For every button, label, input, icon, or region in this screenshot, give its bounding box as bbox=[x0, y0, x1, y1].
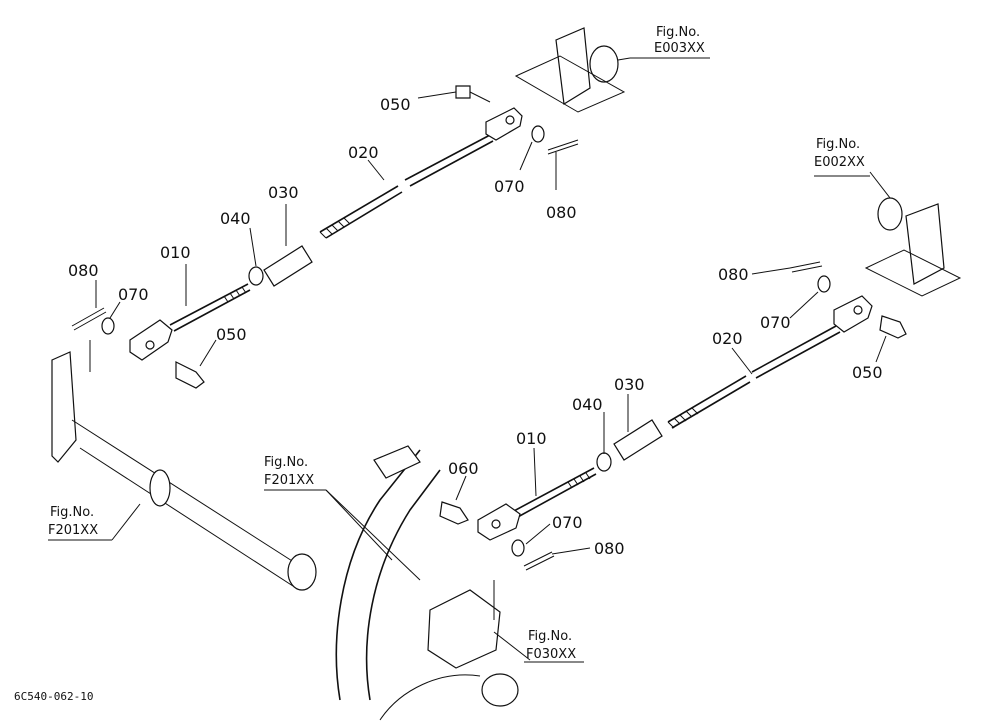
label-080: 080 bbox=[594, 539, 625, 558]
upper-mount-plate bbox=[555, 27, 591, 105]
lower-left-cotter-080 bbox=[523, 551, 555, 571]
label-010: 010 bbox=[160, 243, 191, 262]
lower-right-washer-070 bbox=[817, 275, 831, 293]
label-040: 040 bbox=[220, 209, 251, 228]
upper-left-washer-070 bbox=[101, 317, 115, 335]
label-020: 020 bbox=[348, 143, 379, 162]
cross-shaft bbox=[71, 419, 301, 589]
upper-rod-020 bbox=[319, 185, 399, 233]
label-030: 030 bbox=[268, 183, 299, 202]
svg-text:Fig.No.: Fig.No. bbox=[50, 505, 94, 520]
label-040: 040 bbox=[572, 395, 603, 414]
lower-rod-assembly bbox=[439, 197, 962, 571]
label-070: 070 bbox=[760, 313, 791, 332]
pedal-pad bbox=[373, 445, 421, 479]
figref-f201-left: Fig.No. F201XX bbox=[48, 505, 98, 538]
upper-rod-thread bbox=[319, 217, 351, 239]
leader-lines bbox=[48, 57, 891, 663]
upper-left-cotter-080 bbox=[71, 307, 107, 331]
label-010: 010 bbox=[516, 429, 547, 448]
label-070: 070 bbox=[552, 513, 583, 532]
shaft-end bbox=[287, 553, 317, 591]
label-060: 060 bbox=[448, 459, 479, 478]
label-020: 020 bbox=[712, 329, 743, 348]
upper-clevis bbox=[485, 107, 523, 141]
label-050: 050 bbox=[852, 363, 883, 382]
upper-pin-050 bbox=[455, 85, 471, 99]
svg-text:Fig.No.: Fig.No. bbox=[528, 629, 572, 644]
figref-e003: Fig.No. E003XX bbox=[654, 25, 705, 56]
label-070: 070 bbox=[494, 177, 525, 196]
label-080: 080 bbox=[546, 203, 577, 222]
pedal-arm-right bbox=[365, 469, 441, 701]
lower-spring-030 bbox=[613, 419, 663, 461]
label-030: 030 bbox=[614, 375, 645, 394]
lower-left-pin-060 bbox=[439, 501, 469, 525]
pedal-shaft-frame bbox=[51, 351, 519, 721]
upper-spring-030 bbox=[263, 245, 313, 287]
upper-nut-040 bbox=[248, 266, 264, 286]
figref-f030: Fig.No. F030XX bbox=[526, 629, 576, 662]
upper-mount-boss bbox=[589, 45, 619, 83]
lower-mount-boss bbox=[877, 197, 903, 231]
part-labels: 050 020 070 080 040 030 010 080 070 050 … bbox=[68, 95, 883, 558]
lower-right-pin-050 bbox=[879, 315, 907, 339]
lower-mount-plate bbox=[905, 203, 945, 285]
upper-left-pin-050 bbox=[175, 361, 205, 389]
figref-e002: Fig.No. E002XX bbox=[814, 137, 865, 170]
svg-text:E002XX: E002XX bbox=[814, 155, 865, 170]
lower-right-cotter-080 bbox=[789, 261, 823, 273]
figref-f201-mid: Fig.No. F201XX bbox=[264, 455, 314, 488]
label-070: 070 bbox=[118, 285, 149, 304]
lower-rod-020-end bbox=[751, 325, 837, 373]
label-050: 050 bbox=[216, 325, 247, 344]
svg-text:Fig.No.: Fig.No. bbox=[816, 137, 860, 152]
pedal-bracket bbox=[427, 589, 501, 669]
label-050: 050 bbox=[380, 95, 411, 114]
shaft-collar bbox=[149, 469, 171, 507]
svg-text:F201XX: F201XX bbox=[264, 473, 314, 488]
lower-left-washer-070 bbox=[511, 539, 525, 557]
lower-right-clevis bbox=[833, 295, 873, 333]
upper-cotter-080 bbox=[547, 139, 579, 155]
upper-left-clevis bbox=[129, 319, 173, 361]
label-080: 080 bbox=[718, 265, 749, 284]
upper-rod-010 bbox=[169, 283, 249, 326]
frame-side-plate bbox=[51, 351, 77, 463]
svg-text:F030XX: F030XX bbox=[526, 647, 576, 662]
svg-text:F201XX: F201XX bbox=[48, 523, 98, 538]
upper-rod-assembly bbox=[71, 27, 626, 389]
pedal-arm-left bbox=[335, 449, 421, 701]
svg-text:Fig.No.: Fig.No. bbox=[264, 455, 308, 470]
lower-nut-040 bbox=[596, 452, 612, 472]
svg-text:E003XX: E003XX bbox=[654, 41, 705, 56]
svg-text:Fig.No.: Fig.No. bbox=[656, 25, 700, 40]
upper-washer-070 bbox=[531, 125, 545, 143]
upper-rod-020-end bbox=[404, 134, 491, 181]
pedal-pivot bbox=[481, 673, 519, 707]
figure-references: Fig.No. E003XX Fig.No. E002XX Fig.No. F2… bbox=[48, 25, 865, 662]
label-080: 080 bbox=[68, 261, 99, 280]
lower-rod-010 bbox=[511, 467, 595, 513]
lower-rod-020 bbox=[667, 375, 747, 423]
footer-code: 6C540-062-10 bbox=[14, 690, 93, 703]
